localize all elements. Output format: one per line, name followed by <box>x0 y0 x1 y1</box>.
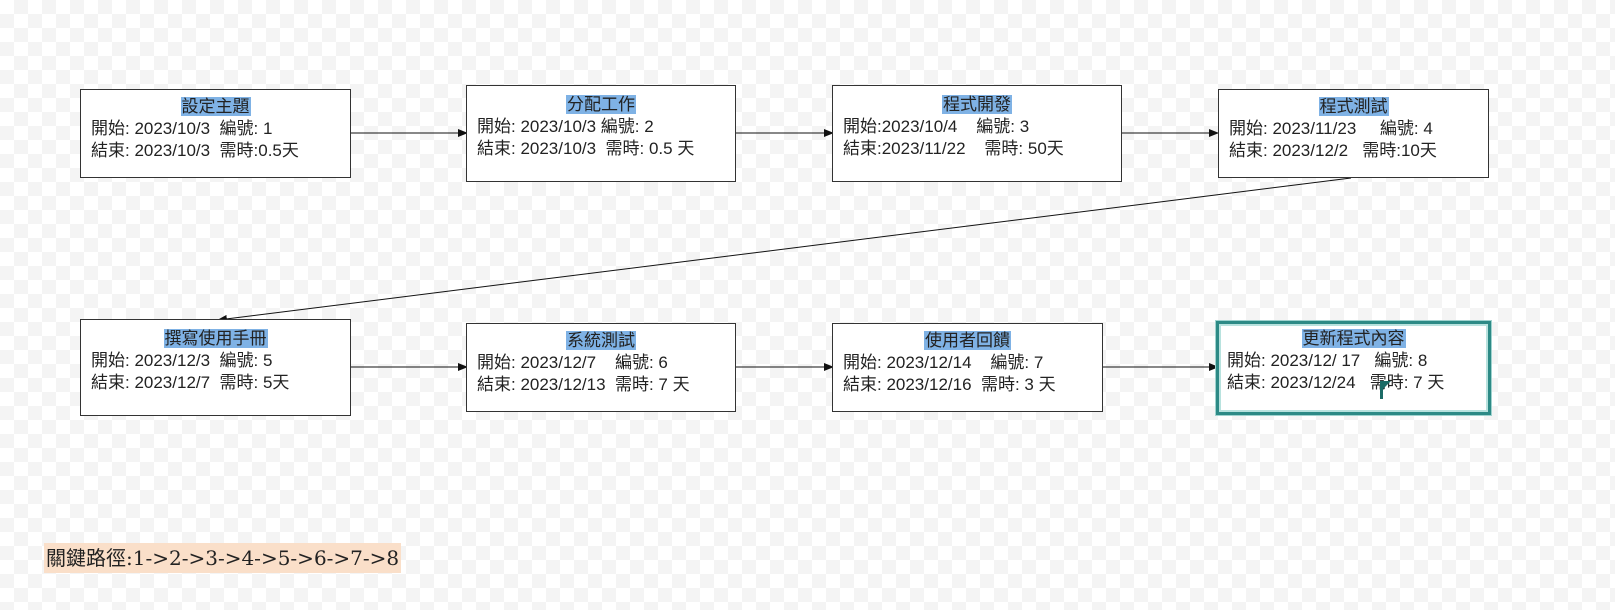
task-title: 撰寫使用手冊 <box>163 329 268 348</box>
task-start: 開始: 2023/12/7 編號: 6 <box>477 353 668 372</box>
task-title: 使用者回饋 <box>924 331 1011 350</box>
task-start: 開始: 2023/10/3 編號: 1 <box>91 119 273 138</box>
task-node-1[interactable]: 設定主題 開始: 2023/10/3 編號: 1 結束: 2023/10/3 需… <box>80 89 351 178</box>
text-cursor-flag-icon <box>1380 381 1391 399</box>
task-node-3[interactable]: 程式開發 開始:2023/10/4 編號: 3 結束:2023/11/22 需時… <box>832 85 1122 182</box>
task-end: 結束: 2023/12/2 需時:10天 <box>1229 141 1437 160</box>
task-start: 開始: 2023/12/14 編號: 7 <box>843 353 1044 372</box>
task-title: 更新程式內容 <box>1301 329 1406 348</box>
task-node-4[interactable]: 程式測試 開始: 2023/11/23 編號: 4 結束: 2023/12/2 … <box>1218 89 1489 178</box>
edge-4-5[interactable] <box>217 177 1352 323</box>
task-node-6[interactable]: 系統測試 開始: 2023/12/7 編號: 6 結束: 2023/12/13 … <box>466 323 736 412</box>
task-start: 開始:2023/10/4 編號: 3 <box>843 117 1030 136</box>
task-end: 結束: 2023/12/24 需時: 7 天 <box>1227 373 1445 392</box>
task-start: 開始: 2023/12/3 編號: 5 <box>91 351 273 370</box>
task-end: 結束: 2023/12/13 需時: 7 天 <box>477 375 690 394</box>
task-end: 結束:2023/11/22 需時: 50天 <box>843 139 1064 158</box>
task-node-2[interactable]: 分配工作 開始: 2023/10/3 編號: 2 結束: 2023/10/3 需… <box>466 85 736 182</box>
task-title: 程式開發 <box>942 95 1012 114</box>
task-title: 程式測試 <box>1318 97 1389 116</box>
task-node-5[interactable]: 撰寫使用手冊 開始: 2023/12/3 編號: 5 結束: 2023/12/7… <box>80 319 351 416</box>
task-start: 開始: 2023/11/23 編號: 4 <box>1229 119 1433 138</box>
task-end: 結束: 2023/12/7 需時: 5天 <box>91 373 290 392</box>
task-title: 設定主題 <box>180 97 251 116</box>
task-end: 結束: 2023/10/3 需時:0.5天 <box>91 141 299 160</box>
critical-path-label[interactable]: 關鍵路徑:1->2->3->4->5->6->7->8 <box>44 543 402 573</box>
task-end: 結束: 2023/10/3 需時: 0.5 天 <box>477 139 695 158</box>
task-node-7[interactable]: 使用者回饋 開始: 2023/12/14 編號: 7 結束: 2023/12/1… <box>832 323 1103 412</box>
task-title: 分配工作 <box>566 95 636 114</box>
task-node-8[interactable]: 更新程式內容 開始: 2023/12/ 17 編號: 8 結束: 2023/12… <box>1216 321 1491 415</box>
task-end: 結束: 2023/12/16 需時: 3 天 <box>843 375 1056 394</box>
task-title: 系統測試 <box>566 331 636 350</box>
task-start: 開始: 2023/10/3 編號: 2 <box>477 117 654 136</box>
task-start: 開始: 2023/12/ 17 編號: 8 <box>1227 351 1428 370</box>
